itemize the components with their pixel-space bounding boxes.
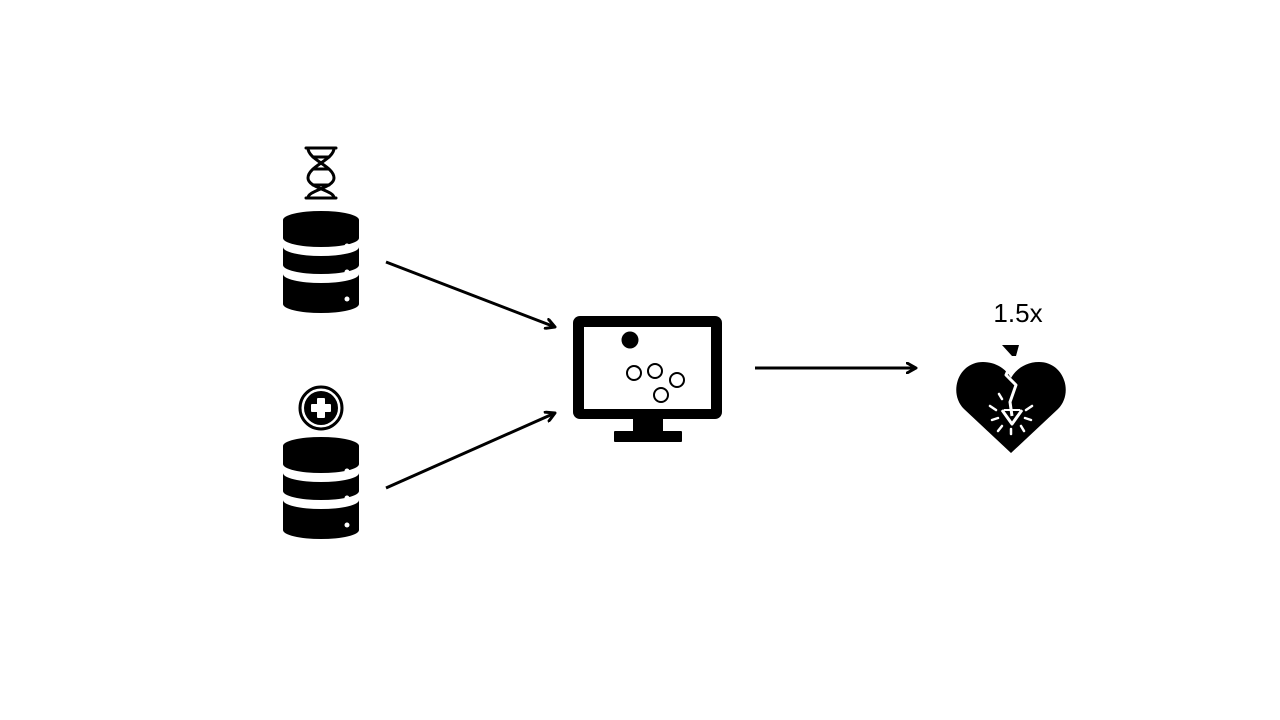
dna-icon bbox=[304, 146, 338, 200]
scatter-point bbox=[653, 387, 669, 403]
medical-cross-icon bbox=[298, 385, 344, 431]
risk-multiplier-label: 1.5x bbox=[993, 298, 1042, 328]
scatter-point bbox=[621, 331, 639, 349]
broken-heart-icon bbox=[956, 345, 1066, 453]
monitor-scatter-icon bbox=[573, 316, 722, 442]
arrow-genomic-to-computer bbox=[385, 260, 555, 327]
clinical-database-icon bbox=[283, 437, 359, 539]
scatter-point bbox=[669, 372, 685, 388]
arrow-clinical-to-computer bbox=[385, 413, 555, 490]
scatter-point bbox=[647, 363, 663, 379]
scatter-point bbox=[626, 365, 642, 381]
genomic-database-icon bbox=[283, 211, 359, 313]
